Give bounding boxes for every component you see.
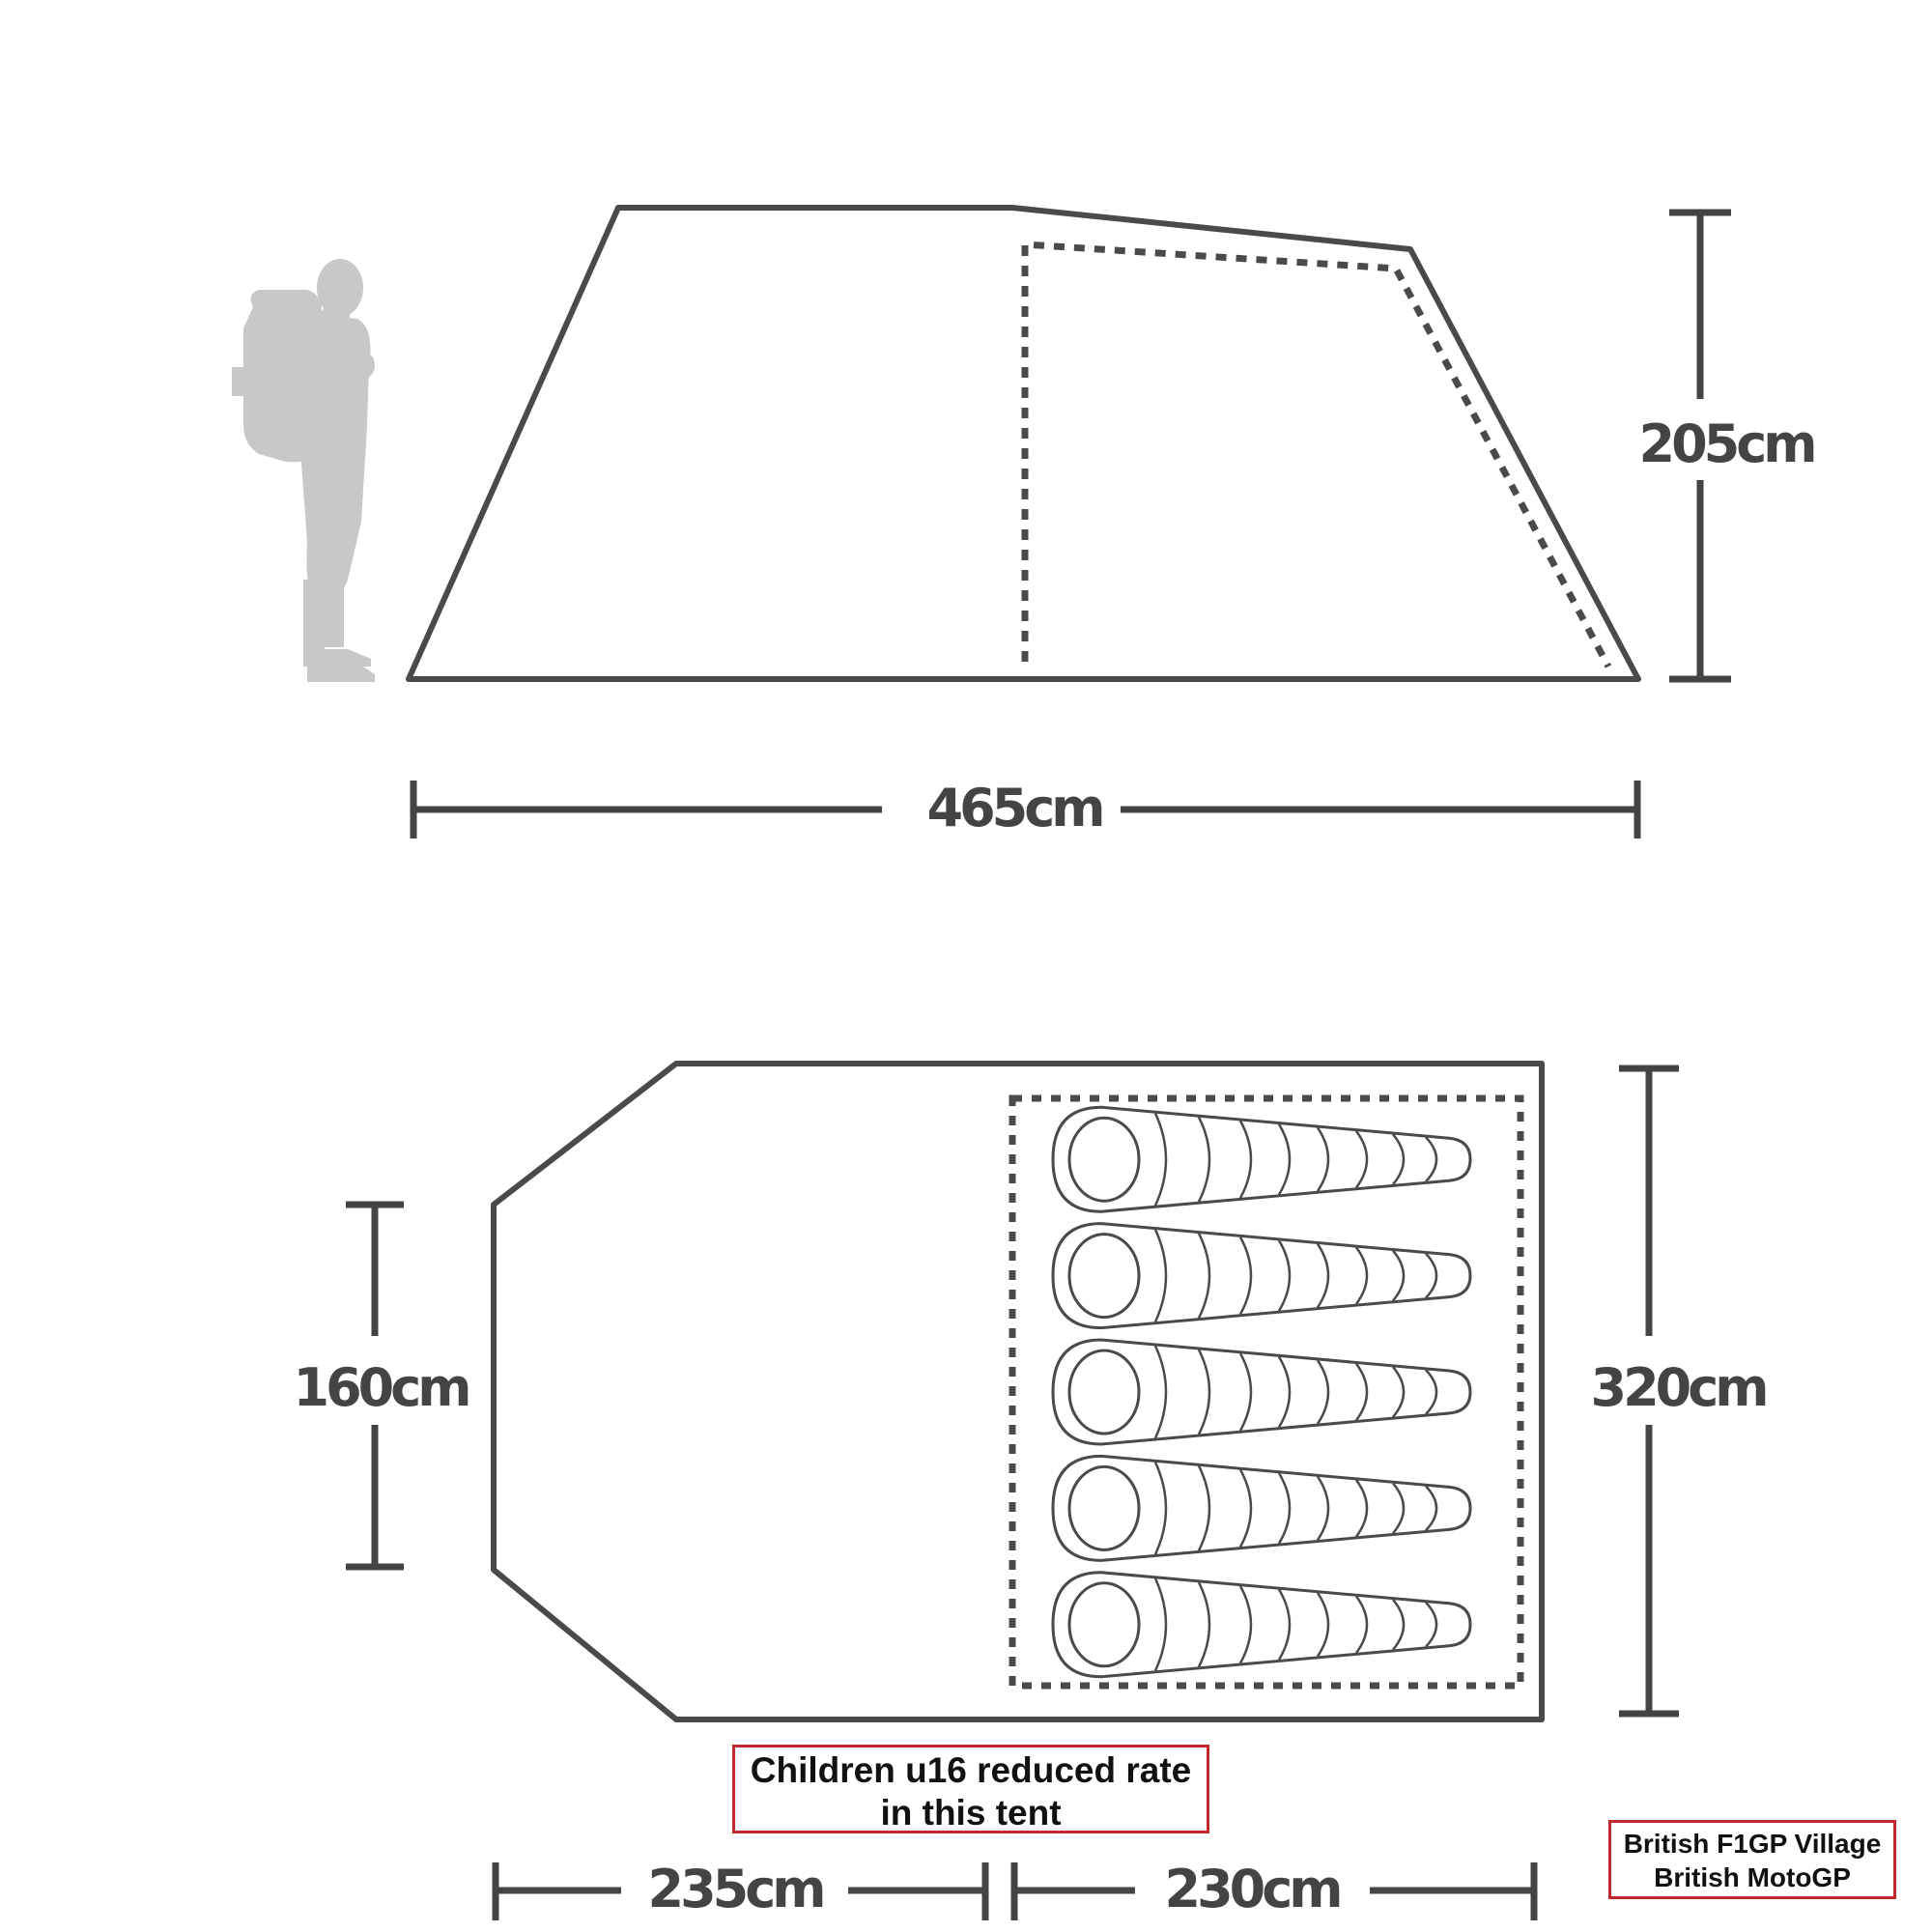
section-length-dimension	[492, 1862, 1538, 1920]
sleeping-bag-icon	[1051, 1571, 1472, 1679]
children-rate-note: Children u16 reduced rate in this tent	[732, 1745, 1209, 1833]
length-dimension	[410, 781, 1641, 838]
height-label: 205cm	[1639, 413, 1814, 474]
width-dimension	[1619, 1065, 1679, 1718]
porch-width-dimension	[346, 1201, 404, 1571]
person-silhouette-icon	[232, 259, 375, 682]
length-label: 465cm	[927, 778, 1102, 838]
tent-floor-outline	[491, 1061, 1545, 1722]
sleeping-bag-icon	[1051, 1454, 1472, 1562]
tent-side-outline	[406, 205, 1641, 682]
porch-length-label: 235cm	[648, 1859, 823, 1919]
sleeping-bag-icon	[1051, 1222, 1472, 1330]
porch-width-label: 160cm	[294, 1357, 469, 1418]
events-note: British F1GP Village British MotoGP	[1608, 1820, 1896, 1899]
events-note-line-1: British F1GP Village	[1623, 1829, 1882, 1859]
width-label: 320cm	[1591, 1357, 1766, 1418]
side-view: 465cm 205cm	[232, 205, 1818, 838]
bedroom-length-label: 230cm	[1165, 1859, 1340, 1919]
children-note-line-2: in this tent	[880, 1793, 1062, 1833]
sleeping-bags	[1051, 1105, 1472, 1679]
children-note-line-1: Children u16 reduced rate	[750, 1750, 1192, 1790]
bedroom-floor-dashed	[1009, 1094, 1524, 1690]
sleeping-bag-icon	[1051, 1105, 1472, 1213]
height-dimension	[1669, 209, 1731, 683]
floor-plan: 160cm 320cm 235cm 230cm	[294, 1061, 1770, 1920]
events-note-line-2: British MotoGP	[1654, 1862, 1851, 1892]
bedroom-side-dashed	[1021, 241, 1612, 668]
sleeping-bag-icon	[1051, 1338, 1472, 1446]
